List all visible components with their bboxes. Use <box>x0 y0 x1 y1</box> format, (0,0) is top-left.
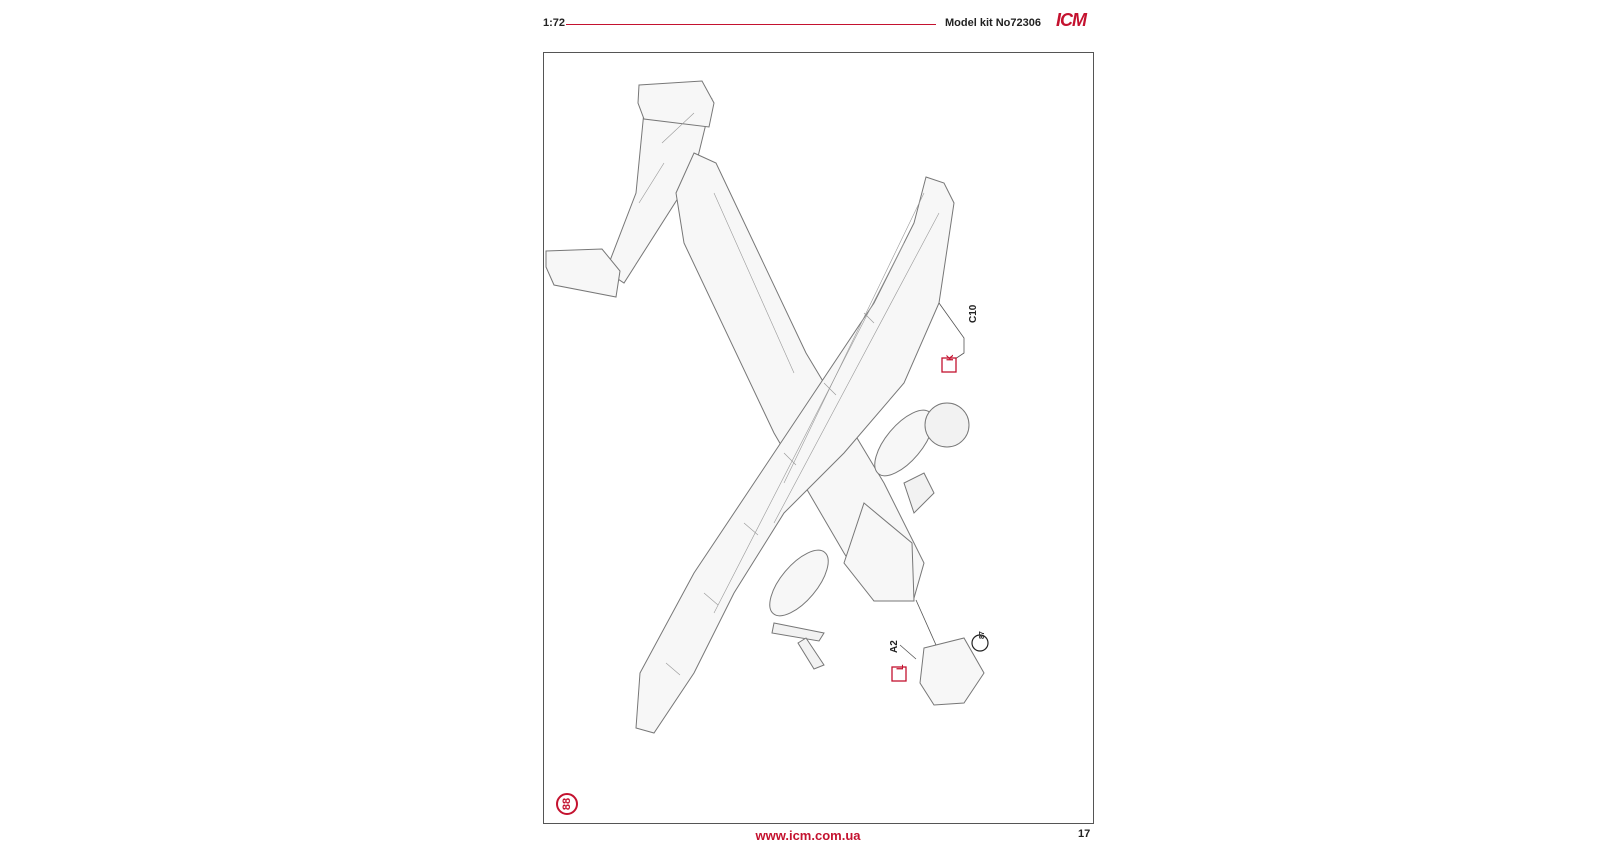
footer-url: www.icm.com.ua <box>755 828 861 843</box>
propeller-right <box>903 472 935 514</box>
sub-step-circle <box>971 634 989 652</box>
tail-fin-top <box>637 80 715 128</box>
part-a2-label: A2 <box>889 640 900 653</box>
logo-text: ICM <box>1056 10 1087 30</box>
header-rule <box>566 24 936 25</box>
step-number-badge: 88 <box>556 793 578 815</box>
gondola-part <box>919 637 985 706</box>
part-c10-label: C10 <box>968 304 979 323</box>
kit-number: Model kit No72306 <box>945 17 1041 29</box>
instruction-frame: C10 K A2 L 87 88 <box>543 52 1094 824</box>
page-number: 17 <box>1078 828 1091 840</box>
aircraft-assembly-drawing: C10 K A2 L 87 <box>545 80 989 734</box>
propeller-left-blade-b <box>797 637 825 670</box>
ref-l-label: L <box>895 664 905 670</box>
ref-k-label: K <box>945 354 955 361</box>
scale-label: 1:72 <box>543 17 566 29</box>
icm-logo-icon: ICM <box>1052 10 1104 40</box>
tail-fin-bottom <box>545 248 621 298</box>
sub-step-label: 87 <box>979 631 986 639</box>
propeller-left-blade-a <box>771 622 825 642</box>
propeller-disc-right <box>924 402 970 448</box>
engine-nacelle-left <box>769 549 829 617</box>
nose-section <box>843 502 915 602</box>
